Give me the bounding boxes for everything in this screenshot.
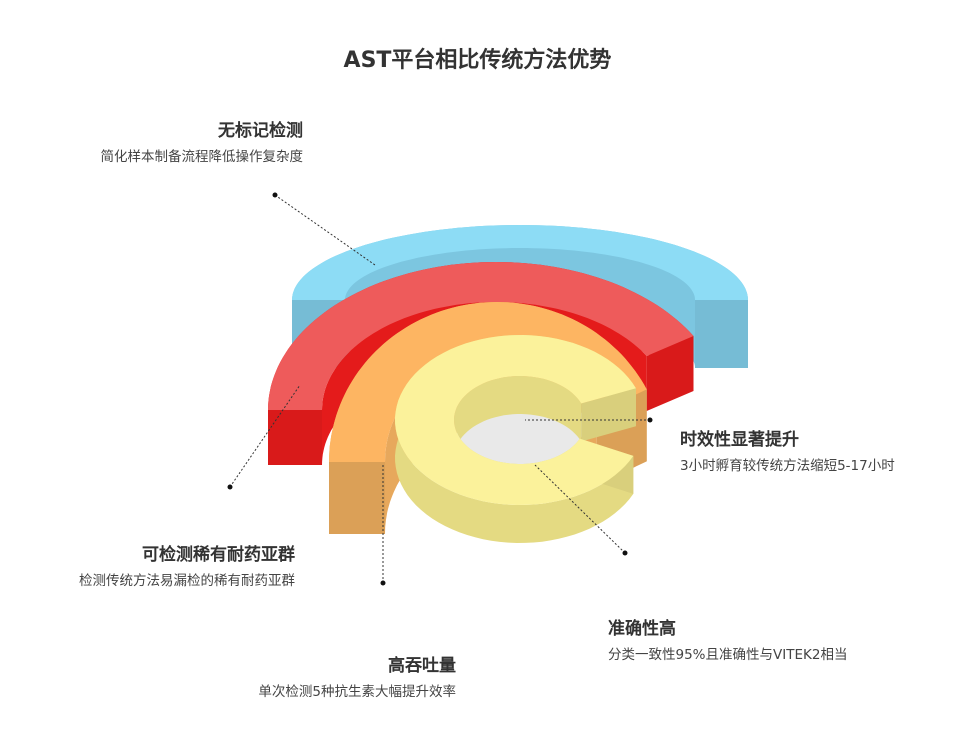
label-title: 准确性高: [608, 619, 676, 639]
label-label-free: 无标记检测 简化样本制备流程降低操作复杂度: [101, 116, 304, 165]
blue-ring-end-cap-right: [695, 300, 748, 368]
leader-dot: [622, 550, 628, 556]
leader-dot: [272, 192, 278, 198]
label-timeliness: 时效性显著提升 3小时孵育较传统方法缩短5-17小时: [680, 425, 895, 474]
label-subtitle: 简化样本制备流程降低操作复杂度: [100, 149, 304, 165]
page-title: AST平台相比传统方法优势: [343, 48, 612, 73]
leader-dot: [647, 417, 653, 423]
red-ring-top-face: [268, 262, 694, 410]
label-subtitle: 3小时孵育较传统方法缩短5-17小时: [680, 458, 895, 474]
label-accuracy: 准确性高 分类一致性95%且准确性与VITEK2相当: [608, 614, 847, 663]
leader-line: [229, 384, 301, 488]
label-title: 时效性显著提升: [680, 430, 799, 450]
red-ring-end-cap-right: [646, 336, 694, 411]
orange-ring-end-cap-left: [329, 462, 385, 534]
label-subtitle: 检测传统方法易漏检的稀有耐药亚群: [79, 573, 295, 589]
leader-line: [274, 194, 376, 266]
blue-ring-top-face: [292, 225, 748, 300]
leader-dot: [380, 580, 386, 586]
label-high-throughput: 高吞吐量 单次检测5种抗生素大幅提升效率: [258, 651, 456, 700]
label-title: 可检测稀有耐药亚群: [142, 545, 295, 565]
label-subtitle: 单次检测5种抗生素大幅提升效率: [258, 684, 456, 700]
label-title: 高吞吐量: [388, 656, 456, 676]
label-title: 无标记检测: [218, 121, 303, 141]
label-rare-subpopulation: 可检测稀有耐药亚群 检测传统方法易漏检的稀有耐药亚群: [79, 540, 295, 589]
yellow-ring-top-face: [395, 335, 636, 505]
leader-dot: [227, 484, 233, 490]
leader-line: [534, 464, 626, 554]
label-subtitle: 分类一致性95%且准确性与VITEK2相当: [608, 647, 848, 663]
yellow-ring-end-cap-right: [581, 388, 636, 442]
red-ring-end-cap-left: [268, 410, 322, 465]
